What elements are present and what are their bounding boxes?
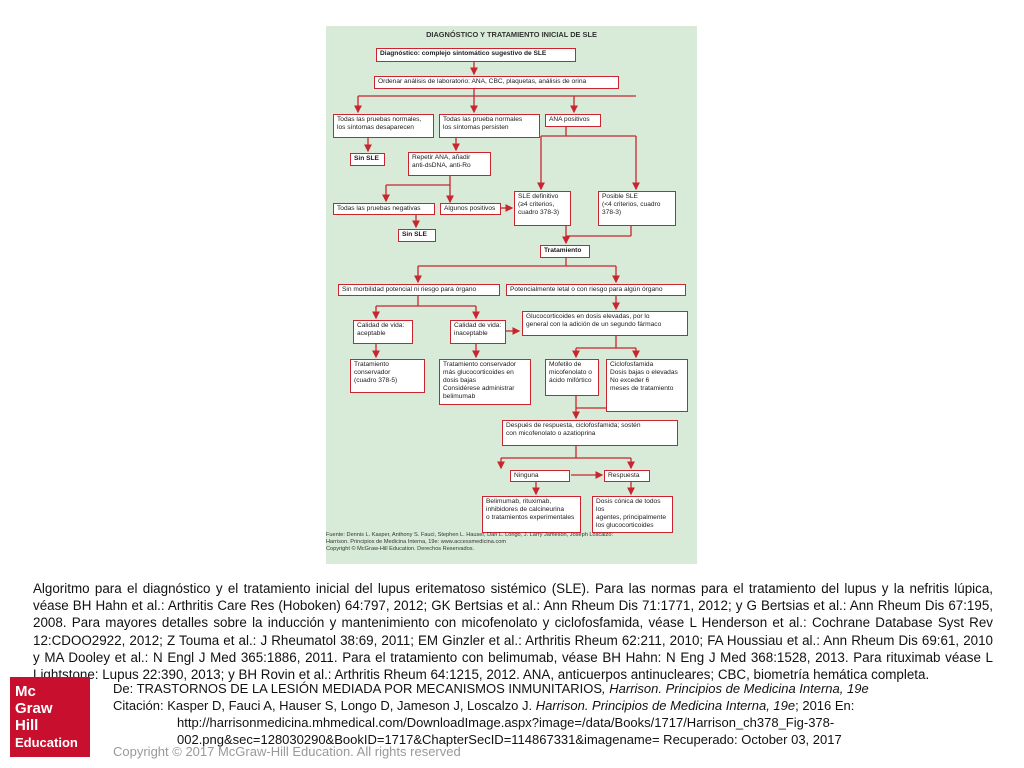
node-all-normal-resolve: Todas las pruebas normales, los síntomas…: [333, 114, 434, 138]
node-qol-acceptable: Calidad de vida: aceptable: [353, 320, 413, 344]
logo-line-3: Hill: [15, 717, 39, 734]
node-diagnosis: Diagnóstico: complejo sintomático sugest…: [376, 48, 576, 62]
node-cyclophosphamide: Ciclofosfamida Dosis bajas o elevadas No…: [606, 359, 688, 412]
node-definite-sle: SLE definitivo (≥4 criterios, cuadro 378…: [514, 191, 571, 226]
logo-line-1: Mc: [15, 683, 36, 700]
node-taper: Dosis cónica de todos los agentes, princ…: [592, 496, 673, 533]
node-response: Respuesta: [604, 470, 650, 482]
reference-url-1[interactable]: http://harrisonmedicina.mhmedical.com/Do…: [177, 715, 835, 730]
chapter-title: TRASTORNOS DE LA LESIÓN MEDIADA POR MECA…: [136, 681, 603, 696]
flowchart-connectors: [354, 62, 640, 496]
node-life-threatening: Potencialmente letal o con riesgo para a…: [506, 284, 686, 296]
node-possible-sle: Posible SLE (<4 criterios, cuadro 378-3): [598, 191, 676, 226]
copyright-notice: Copyright © 2017 McGraw-Hill Education. …: [113, 744, 461, 759]
citation-year: ; 2016 En:: [795, 698, 855, 713]
node-mycophenolate: Mofetilo de micofenolato o ácido mifórti…: [545, 359, 599, 396]
node-all-negative: Todas las pruebas negativas: [333, 203, 435, 215]
from-prefix: De:: [113, 681, 137, 696]
node-treatment: Tratamiento: [540, 245, 590, 258]
figure-title: DIAGNÓSTICO Y TRATAMIENTO INICIAL DE SLE: [426, 30, 597, 39]
mcgraw-hill-logo: Mc Graw Hill Education: [10, 677, 90, 757]
node-high-glucocorticoids: Glucocorticoides en dosis elevadas, por …: [522, 311, 688, 336]
node-conservative: Tratamiento conservador (cuadro 378-5): [350, 359, 425, 393]
node-no-sle-2: Sin SLE: [398, 229, 436, 242]
node-no-response: Ninguna respuesta: [510, 470, 570, 482]
citation-authors: Citación: Kasper D, Fauci A, Hauser S, L…: [113, 698, 536, 713]
reference-citation: Citación: Kasper D, Fauci A, Hauser S, L…: [113, 697, 993, 714]
node-no-morbidity: Sin morbilidad potencial ni riesgo para …: [338, 284, 500, 296]
node-order-labs: Ordenar análisis de laboratorio: ANA, CB…: [374, 76, 619, 89]
citation-book: Harrison. Principios de Medicina Interna…: [535, 698, 796, 713]
node-no-sle-1: Sin SLE: [350, 153, 385, 166]
figure-source: Fuente: Dennis L. Kasper, Anthony S. Fau…: [326, 532, 614, 552]
node-after-response: Después de respuesta, ciclofosfamida; so…: [502, 420, 678, 446]
node-repeat-ana: Repetir ANA, añadir anti-dsDNA, anti-Ro: [408, 152, 491, 176]
reference-url-2[interactable]: 002.png&sec=128030290&BookID=1717&Chapte…: [177, 732, 842, 747]
reference-block: De: TRASTORNOS DE LA LESIÓN MEDIADA POR …: [113, 680, 993, 748]
node-some-positive: Algunos positivos: [440, 203, 501, 215]
node-ana-positive: ANA positivos: [545, 114, 601, 127]
node-conservative-plus: Tratamiento conservador más glucocortico…: [439, 359, 531, 405]
node-all-normal-persist: Todas las prueba normales los síntomas p…: [439, 114, 540, 138]
node-belimumab: Belimumab, rituximab, inhibidores de cal…: [482, 496, 581, 533]
reference-from: De: TRASTORNOS DE LA LESIÓN MEDIADA POR …: [113, 680, 993, 697]
book-title: , Harrison. Principios de Medicina Inter…: [602, 681, 869, 696]
flowchart-figure: DIAGNÓSTICO Y TRATAMIENTO INICIAL DE SLE…: [326, 26, 697, 564]
logo-line-2: Graw: [15, 700, 53, 717]
logo-line-4: Education: [15, 735, 78, 750]
node-qol-unacceptable: Calidad de vida: inaceptable: [450, 320, 506, 344]
figure-caption: Algoritmo para el diagnóstico y el trata…: [33, 581, 993, 683]
